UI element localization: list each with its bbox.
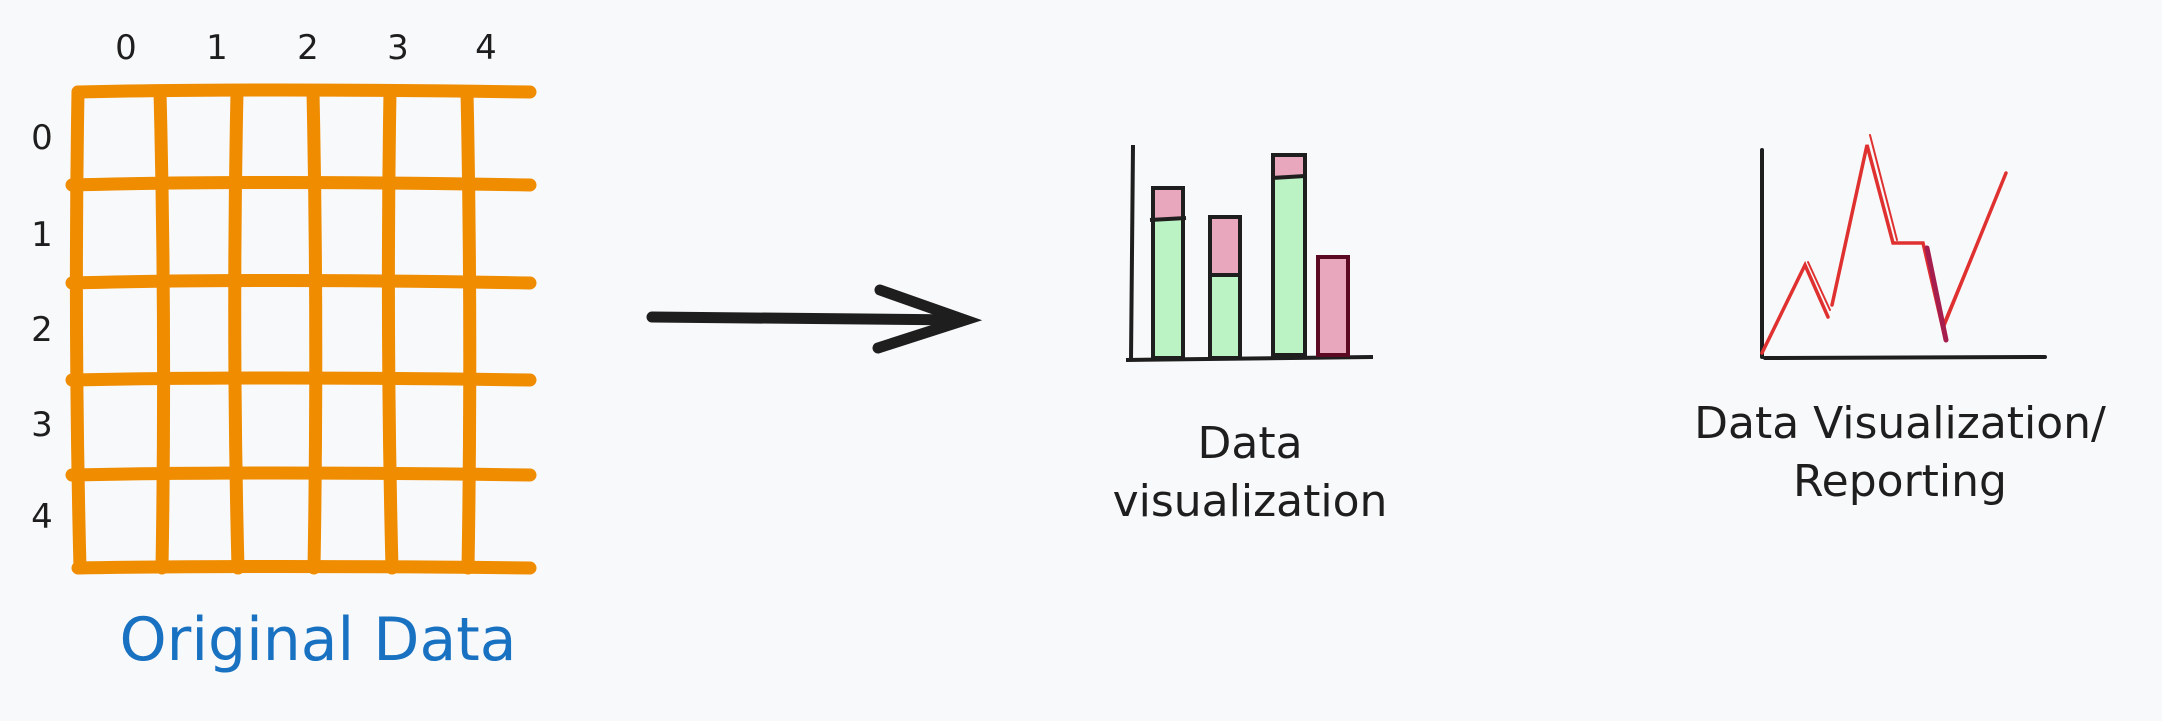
column-label-2: 2 <box>297 28 319 68</box>
row-label-4: 4 <box>31 497 53 537</box>
row-label-3: 3 <box>31 405 53 445</box>
row-label-0: 0 <box>31 118 53 158</box>
column-label-1: 1 <box>206 28 228 68</box>
grid-title: Original Data <box>119 605 517 675</box>
line-chart-caption: Data Visualization/ Reporting <box>1650 395 2150 511</box>
arrow-right-icon <box>646 284 983 354</box>
line-chart-caption-line1: Data Visualization/ <box>1694 398 2106 449</box>
bar-chart-icon <box>1125 144 1374 362</box>
line-chart-caption-line2: Reporting <box>1793 456 2007 507</box>
bar-chart-caption-line2: visualization <box>1112 476 1388 527</box>
bar-chart-caption: Data visualization <box>1080 415 1420 531</box>
column-label-3: 3 <box>387 28 409 68</box>
data-grid <box>65 83 537 575</box>
bar-chart-caption-line1: Data <box>1197 418 1303 469</box>
row-label-1: 1 <box>31 215 53 255</box>
line-chart-icon <box>1760 134 2047 360</box>
row-label-2: 2 <box>31 310 53 350</box>
column-label-4: 4 <box>475 28 497 68</box>
column-label-0: 0 <box>115 28 137 68</box>
